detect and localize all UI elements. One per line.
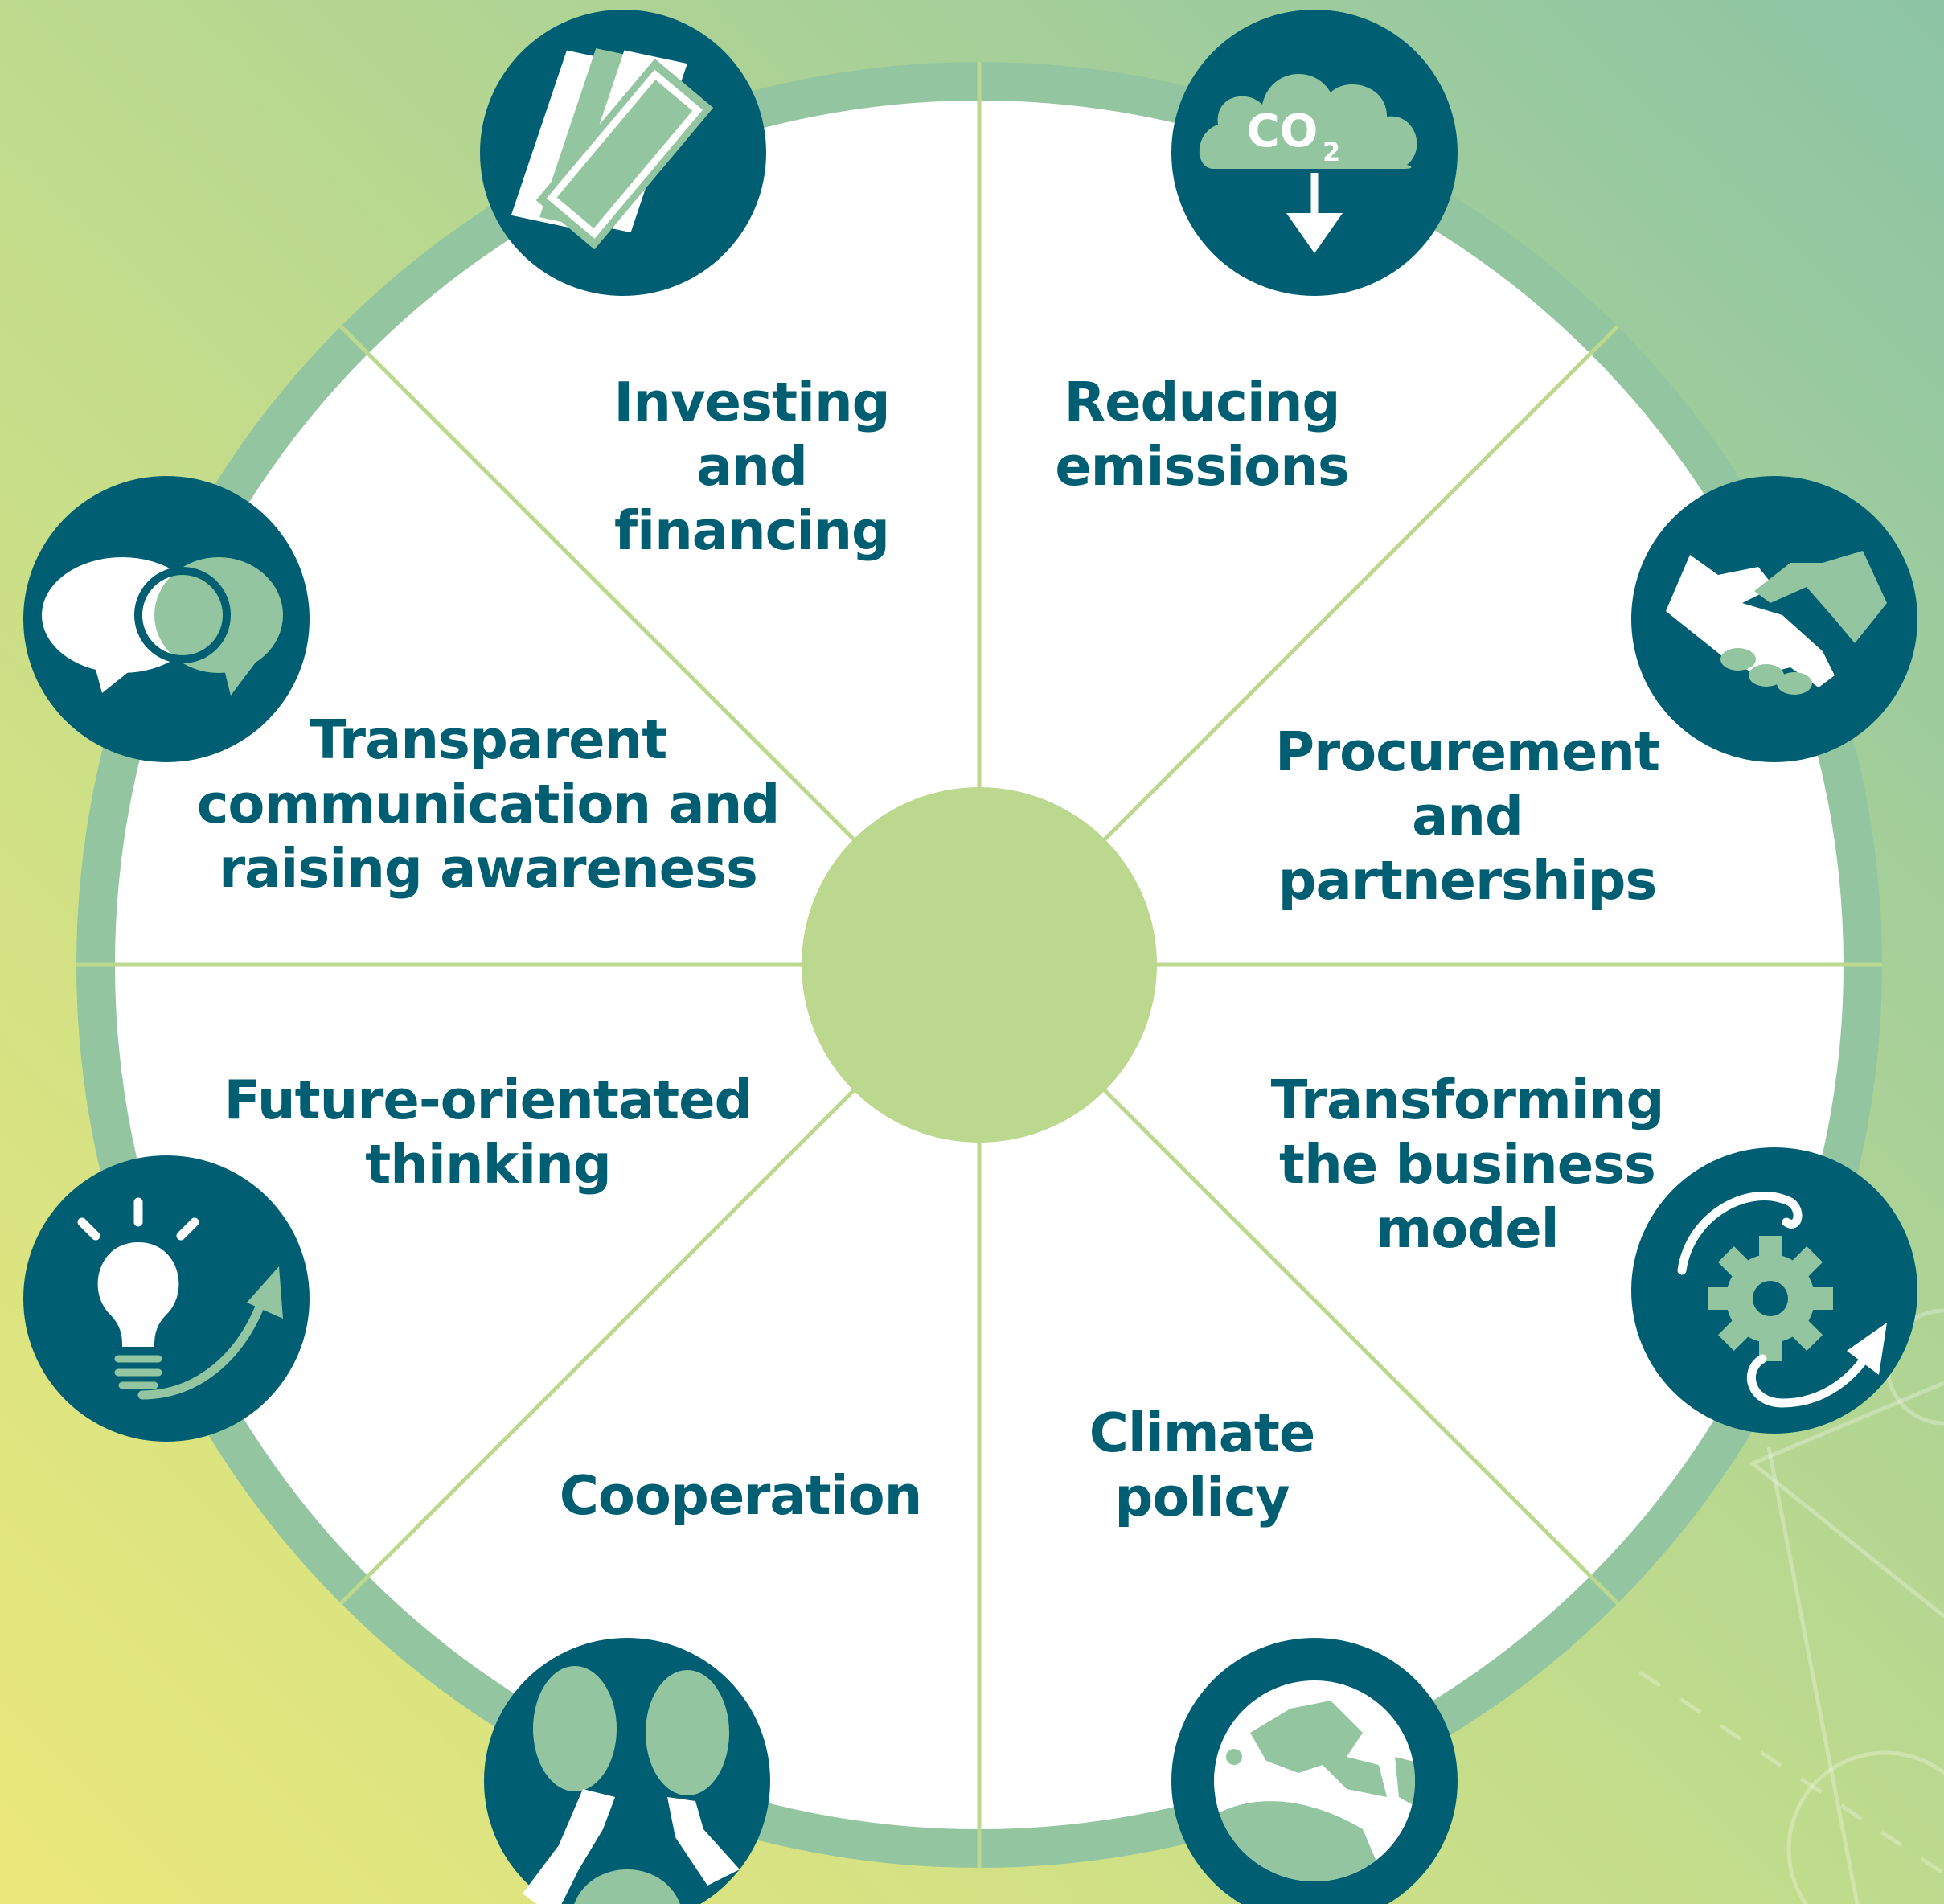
center-hub (802, 787, 1157, 1143)
label-investing-and-financing: Investing and financing (613, 371, 890, 562)
co2-text: CO (1247, 105, 1319, 158)
label-transforming-business-model: Transforming the business model (1270, 1069, 1665, 1260)
money-bills-icon (480, 10, 766, 296)
speech-bubbles-icon (23, 476, 310, 762)
gear-cycle-icon (1631, 1147, 1917, 1434)
globe-icon (1171, 1638, 1458, 1904)
label-procurement-and-partnerships: Procurement and partnerships (1274, 720, 1660, 912)
co2-subscript: 2 (1323, 137, 1340, 167)
raised-hands-icon (484, 1638, 770, 1904)
label-future-orientated-thinking: Future-orientated thinking (224, 1069, 753, 1196)
handshake-icon (1631, 476, 1917, 762)
label-transparent-communication: Transparent communication and raising aw… (196, 708, 781, 900)
label-climate-policy: Climate policy (1089, 1401, 1316, 1529)
ring-notches (76, 62, 1882, 1868)
lightbulb-arrow-icon (23, 1155, 310, 1442)
label-reducing-emissions: Reducing emissions (1055, 371, 1350, 498)
label-cooperation: Cooperation (559, 1464, 923, 1527)
co2-cloud-down-icon: CO 2 (1171, 10, 1458, 296)
